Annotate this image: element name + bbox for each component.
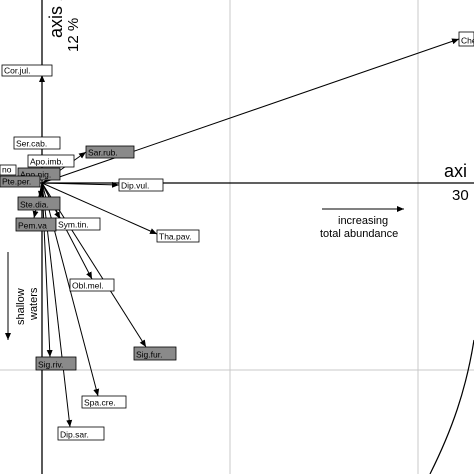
- species-text-tha-pav: Tha.pav.: [159, 232, 191, 242]
- species-text-dip-sar: Dip.sar.: [60, 430, 89, 440]
- species-box-apo-imb: [27, 154, 75, 168]
- species-label-sym-tin: Sym.tin.: [55, 217, 101, 231]
- axis-1-title-text: axi: [444, 161, 467, 181]
- species-label-sig-fur: Sig.fur.: [133, 346, 177, 361]
- species-label-ste-dia: Ste.dia.: [17, 196, 61, 211]
- species-text-pem-va: Pem.va: [18, 221, 47, 231]
- axis-2-title-text: axis 2: [46, 0, 66, 38]
- species-box-obl-mel: [69, 278, 115, 292]
- species-text-spa-cre: Spa.cre.: [84, 398, 116, 408]
- shallow-annotation: shallow waters: [5, 252, 40, 340]
- species-box-spa-cre: [81, 395, 127, 409]
- species-text-apo-nig: Apo.nig.: [20, 170, 51, 180]
- species-label-ser-cab: Ser.cab.: [13, 136, 61, 150]
- species-text-sar-rub: Sar.rub.: [88, 148, 118, 158]
- species-text-dip-vul: Dip.vul.: [121, 181, 149, 191]
- species-text-sym-tin: Sym.tin.: [58, 220, 89, 230]
- axis-2-percent-text: 12 %: [65, 18, 82, 52]
- species-arrow-sig-riv: [41, 182, 53, 358]
- species-label-spa-cre: Spa.cre.: [81, 395, 127, 409]
- species-label-sar-rub: Sar.rub.: [85, 145, 135, 159]
- species-box-sig-fur: [133, 346, 177, 361]
- species-labels: Cor.jul. Ser.cab. Apo.imb. Sar.rub. Apo.nig.…: [0, 31, 474, 441]
- species-label-no: no: [0, 164, 17, 176]
- species-text-no: no: [2, 165, 12, 175]
- species-box-pte-per: [0, 175, 41, 188]
- species-arrow-dip-vul: [41, 181, 120, 188]
- species-box-sig-riv: [35, 356, 77, 371]
- species-label-sig-riv: Sig.riv.: [35, 356, 77, 371]
- species-text-sig-fur: Sig.fur.: [136, 350, 162, 360]
- species-label-apo-imb: Apo.imb.: [27, 154, 75, 168]
- species-label-dip-sar: Dip.sar.: [57, 426, 105, 441]
- species-label-che: Che: [458, 31, 474, 47]
- species-text-ser-cab: Ser.cab.: [16, 139, 47, 149]
- species-box-che: [458, 31, 474, 47]
- species-label-dip-vul: Dip.vul.: [118, 178, 164, 192]
- species-box-no: [0, 164, 17, 176]
- species-text-ste-dia: Ste.dia.: [20, 200, 49, 210]
- species-box-tha-pav: [156, 229, 200, 243]
- species-box-ste-dia: [17, 196, 61, 211]
- species-box-sar-rub: [85, 145, 135, 159]
- species-text-apo-imb: Apo.imb.: [30, 157, 64, 167]
- axis-1-percent-text: 30: [452, 187, 469, 204]
- increasing-text-1: increasing: [338, 215, 388, 227]
- increasing-text-2: total abundance: [320, 228, 398, 240]
- shallow-text-2: waters: [28, 287, 40, 321]
- shallow-text-1: shallow: [15, 288, 27, 325]
- species-label-cor-jul: Cor.jul.: [1, 64, 53, 77]
- species-label-pte-per: Pte.per.: [0, 175, 41, 188]
- species-box-dip-sar: [57, 426, 105, 441]
- species-box-sym-tin: [55, 217, 101, 231]
- species-text-sig-riv: Sig.riv.: [38, 360, 63, 370]
- species-box-ser-cab: [13, 136, 61, 150]
- species-label-pem-va: Pem.va: [15, 217, 57, 232]
- species-text-obl-mel: Obl.mel.: [72, 281, 104, 291]
- increasing-annotation: increasing total abundance: [320, 206, 404, 240]
- circle-arc: [429, 339, 474, 474]
- axis-2-title: axis 2 12 %: [46, 0, 82, 52]
- species-label-obl-mel: Obl.mel.: [69, 278, 115, 292]
- species-text-pte-per: Pte.per.: [2, 177, 31, 187]
- species-label-tha-pav: Tha.pav.: [156, 229, 200, 243]
- species-arrow-tha-pav: [41, 182, 158, 235]
- species-text-che: Che: [461, 36, 474, 46]
- species-box-dip-vul: [118, 178, 164, 192]
- species-box-cor-jul: [1, 64, 53, 77]
- species-text-cor-jul: Cor.jul.: [4, 66, 30, 76]
- species-arrow-che: [41, 38, 460, 184]
